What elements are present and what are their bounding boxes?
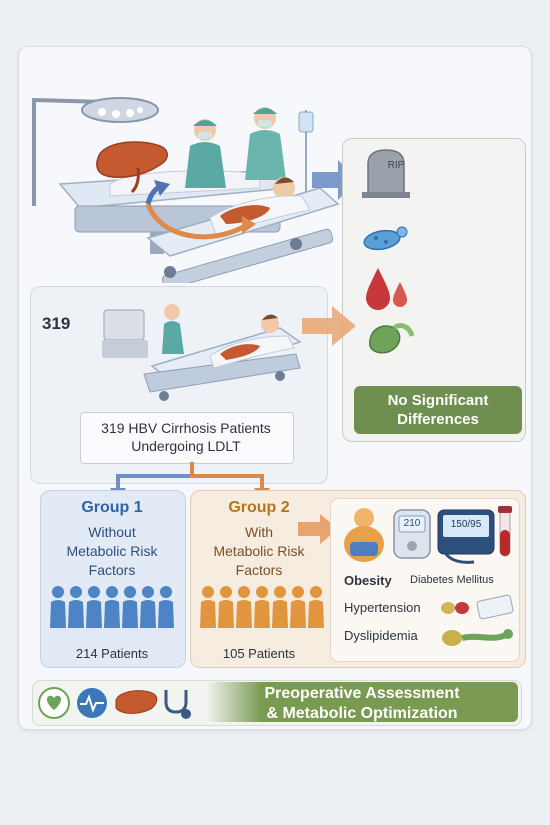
diabetes-label: Diabetes Mellitus bbox=[410, 574, 494, 586]
liver-icon bbox=[96, 141, 168, 194]
surgical-lamp-icon bbox=[32, 97, 159, 206]
glucometer-reading: 210 bbox=[403, 518, 421, 529]
risk-factor-devices bbox=[344, 506, 512, 564]
group2-count: 105 Patients bbox=[222, 646, 296, 661]
glucometer-icon bbox=[393, 509, 431, 559]
group2-line-2: Metabolic Risk bbox=[213, 543, 305, 559]
group1-people-icon bbox=[50, 586, 174, 628]
stethoscope-icon bbox=[164, 690, 191, 719]
footer-icons bbox=[38, 687, 191, 719]
operating-room-illustration bbox=[32, 97, 358, 283]
monitor-icon bbox=[102, 309, 148, 358]
blood-tube-icon bbox=[498, 506, 512, 557]
result-banner bbox=[354, 386, 522, 434]
cohort-arrow-icon bbox=[302, 306, 356, 346]
tombstone-icon bbox=[362, 149, 410, 198]
bp-monitor-icon bbox=[437, 509, 495, 564]
group1-line-1: Without bbox=[88, 524, 136, 540]
group2-arrow-icon bbox=[298, 514, 338, 544]
footer-line-1: Preoperative Assessment bbox=[264, 685, 460, 702]
gallbladder-icon bbox=[369, 323, 415, 354]
obese-person-icon bbox=[344, 508, 384, 562]
group2-people-icon bbox=[200, 586, 324, 628]
footer-line-2: & Metabolic Optimization bbox=[266, 705, 458, 722]
group2-line-3: Factors bbox=[235, 562, 283, 578]
tombstone-label: RIP bbox=[387, 160, 405, 171]
surgeon-icon bbox=[185, 119, 226, 188]
blood-drop-icon bbox=[366, 268, 407, 310]
heart-health-icon bbox=[38, 687, 70, 719]
dyslipidemia-label: Dyslipidemia bbox=[344, 628, 418, 643]
bacteria-icon bbox=[363, 226, 408, 251]
outcome-icons bbox=[362, 149, 415, 354]
cohort-number: 319 bbox=[42, 314, 71, 333]
group1-count: 214 Patients bbox=[75, 646, 149, 661]
group1-title: Group 1 bbox=[81, 499, 143, 516]
result-line-2: Differences bbox=[397, 411, 479, 428]
group2-title: Group 2 bbox=[228, 499, 290, 516]
obesity-label: Obesity bbox=[344, 573, 392, 588]
heartbeat-icon bbox=[77, 688, 107, 718]
risk-factor-small-icons bbox=[441, 594, 514, 646]
hypertension-label: Hypertension bbox=[344, 600, 421, 615]
group1-line-3: Factors bbox=[88, 562, 136, 578]
result-line-1: No Significant bbox=[387, 392, 489, 409]
footer-banner bbox=[206, 682, 518, 722]
gallbladder-icon bbox=[442, 629, 513, 646]
surgeon-icon bbox=[245, 107, 286, 180]
patients-box bbox=[80, 412, 294, 464]
bp-reading: 150/95 bbox=[450, 519, 482, 530]
pills-icon bbox=[441, 594, 514, 620]
transplant-arrow-icon bbox=[145, 180, 256, 240]
patients-line-2: Undergoing LDLT bbox=[131, 438, 241, 454]
patients-line-1: 319 HBV Cirrhosis Patients bbox=[101, 420, 271, 436]
hospital-bed-icon bbox=[143, 314, 302, 401]
liver-icon bbox=[115, 690, 158, 714]
group1-line-2: Metabolic Risk bbox=[66, 543, 158, 559]
group1-panel bbox=[40, 490, 186, 668]
nurse-icon bbox=[162, 304, 184, 354]
patient-bed-illustration bbox=[102, 304, 302, 401]
group2-line-1: With bbox=[245, 524, 273, 540]
